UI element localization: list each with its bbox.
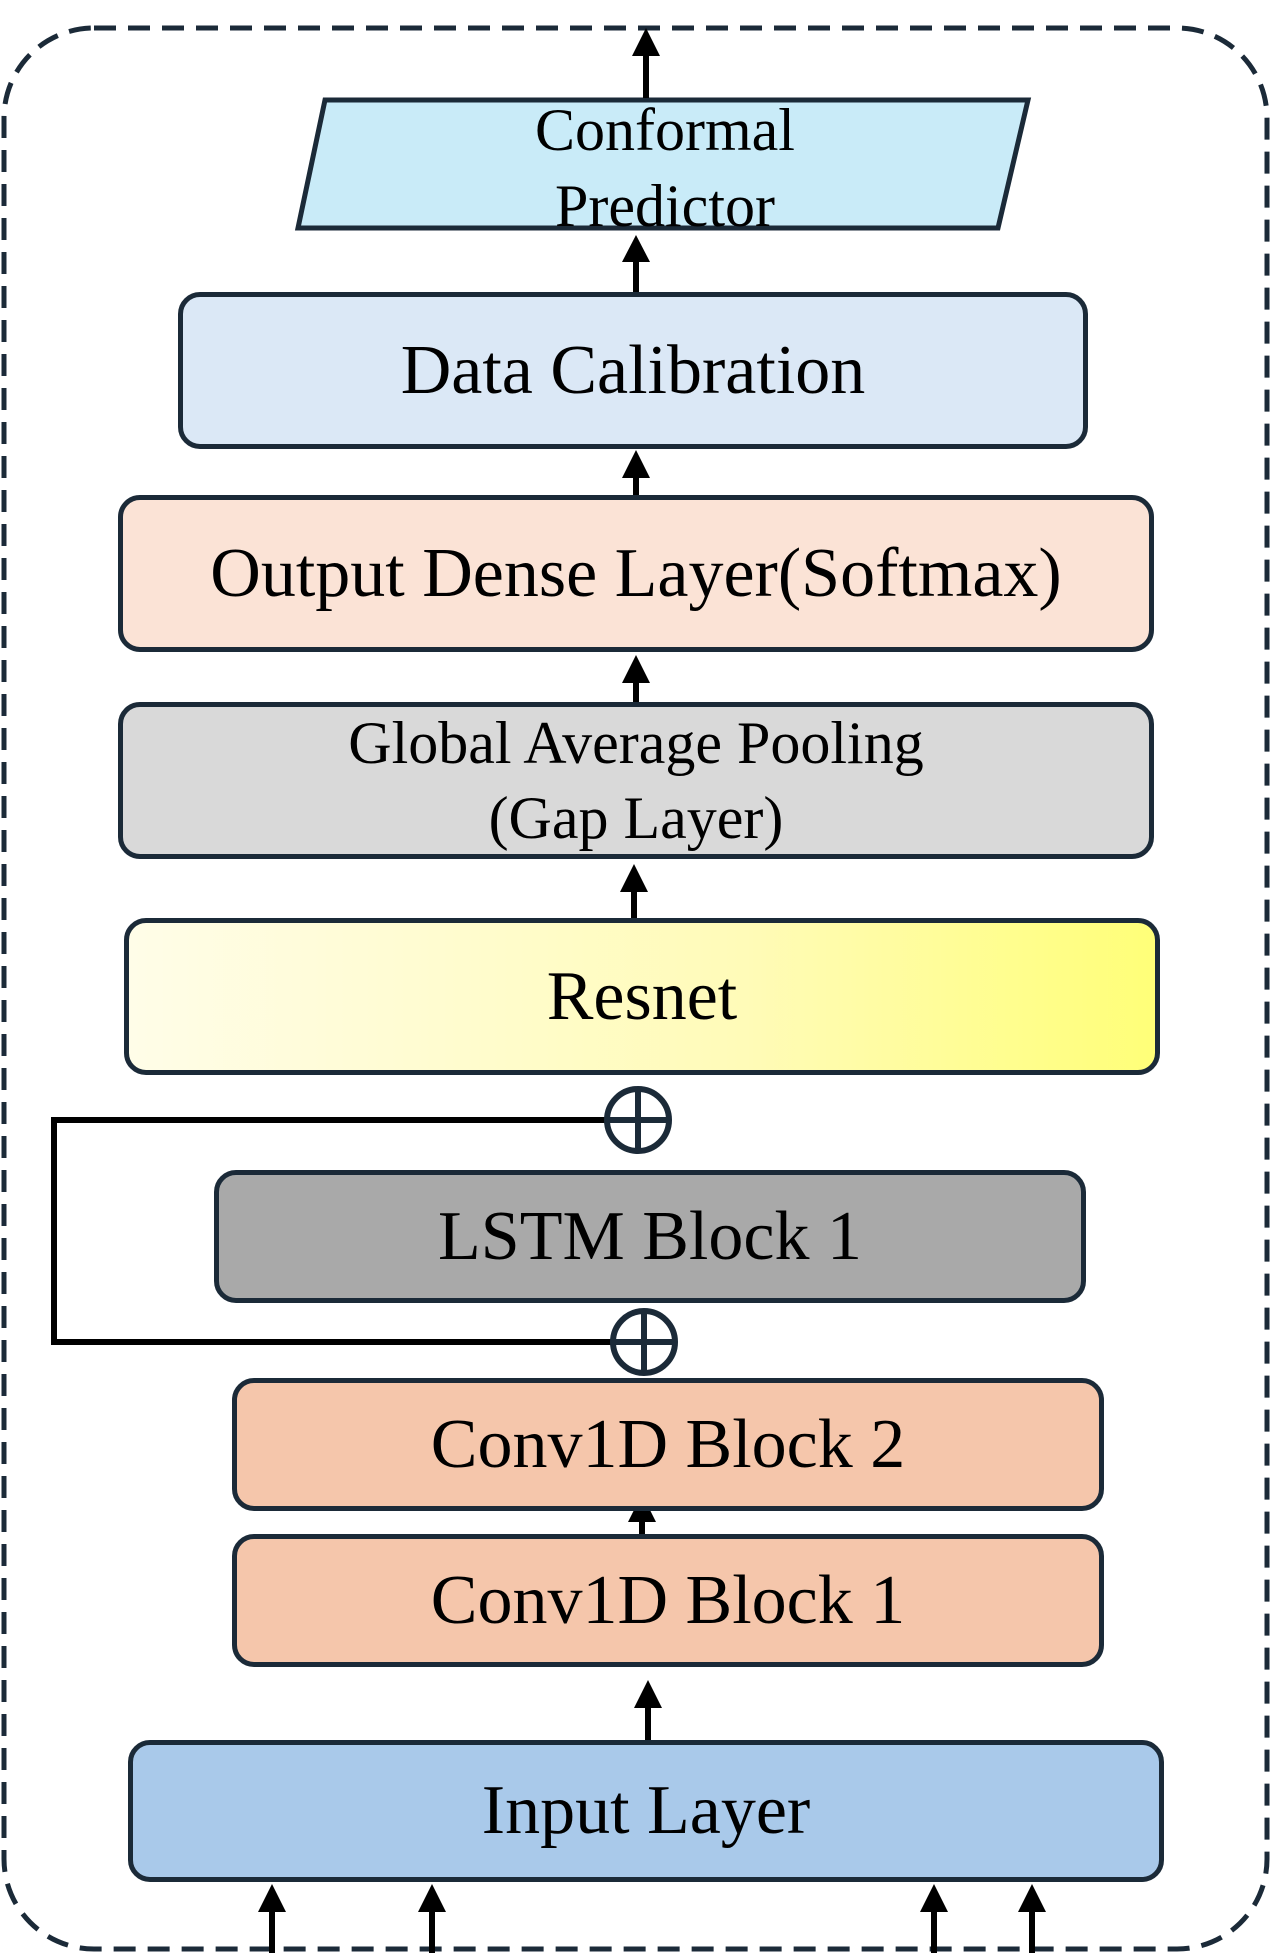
gap-label-line-1: Global Average Pooling (348, 709, 924, 776)
arrow-up-icon (622, 235, 650, 262)
lstm-block-box: LSTM Block 1 (214, 1170, 1086, 1303)
input-arrow-4 (1018, 1884, 1046, 1953)
conformal-predictor-label: Conformal Predictor (330, 92, 1000, 244)
circle-plus-icon (604, 1086, 672, 1154)
arrow-calibration-to-conformal (622, 235, 650, 292)
arrow-resnet-to-gap (620, 864, 648, 918)
input-layer-label: Input Layer (481, 1772, 811, 1849)
conformal-predictor-shape (294, 97, 1032, 231)
arrow-top-output (632, 28, 660, 98)
conv1d-block-1-box: Conv1D Block 1 (232, 1534, 1104, 1667)
arrow-up-icon (622, 450, 650, 478)
input-layer-box: Input Layer (128, 1740, 1164, 1882)
arrow-up-icon (632, 28, 660, 56)
arrow-input-to-conv1 (634, 1680, 662, 1740)
data-calibration-label: Data Calibration (400, 331, 866, 409)
arrow-gap-to-dense (622, 655, 650, 702)
conformal-predictor-line-2: Predictor (555, 173, 775, 239)
gap-label-line-2: (Gap Layer) (488, 784, 784, 851)
global-average-pooling-box: Global Average Pooling (Gap Layer) (118, 702, 1154, 859)
conv1d-block-1-label: Conv1D Block 1 (430, 1561, 906, 1639)
input-arrow-3 (920, 1884, 948, 1953)
outer-dashed-frame (1, 25, 1270, 1952)
conv1d-block-2-label: Conv1D Block 2 (430, 1405, 906, 1483)
input-arrow-1 (258, 1884, 286, 1953)
input-arrow-2 (418, 1884, 446, 1953)
resnet-box: Resnet (124, 918, 1160, 1075)
output-dense-layer-box: Output Dense Layer(Softmax) (118, 495, 1154, 652)
arrow-up-icon (1018, 1884, 1046, 1912)
output-dense-layer-label: Output Dense Layer(Softmax) (210, 534, 1062, 612)
arrow-up-icon (920, 1884, 948, 1912)
conformal-predictor-line-1: Conformal (535, 97, 795, 163)
arrow-up-icon (620, 864, 648, 892)
circle-plus-icon (610, 1308, 678, 1376)
resnet-label: Resnet (546, 957, 738, 1035)
arrow-up-icon (258, 1884, 286, 1912)
arrow-up-icon (418, 1884, 446, 1912)
conv1d-block-2-box: Conv1D Block 2 (232, 1378, 1104, 1511)
arrow-dense-to-calibration (622, 450, 650, 495)
skip-connection-line (51, 1117, 614, 1345)
data-calibration-box: Data Calibration (178, 292, 1088, 449)
arrow-up-icon (622, 655, 650, 683)
lstm-block-label: LSTM Block 1 (438, 1197, 862, 1275)
arrow-up-icon (634, 1680, 662, 1708)
